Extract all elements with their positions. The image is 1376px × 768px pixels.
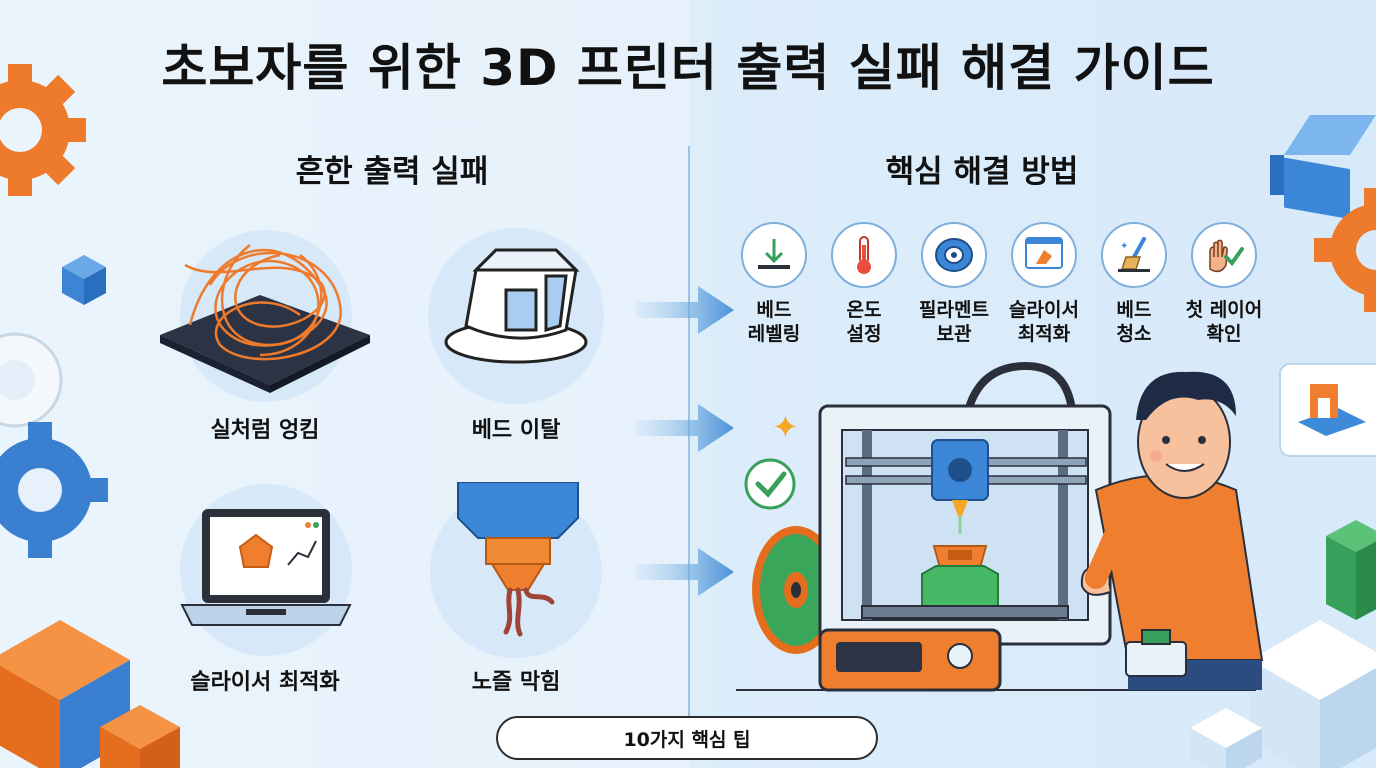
- solution-label: 레벨링: [747, 323, 801, 345]
- failure-label: 베드 이탈: [471, 418, 561, 443]
- orange-gear-icon: [0, 64, 86, 196]
- filament-spool-icon: [752, 526, 840, 654]
- thermometer-icon: [831, 222, 897, 288]
- blue-gear-icon: [0, 422, 108, 558]
- person-illustration: [1080, 371, 1264, 690]
- right-arrow-icon: [636, 286, 734, 334]
- cleaning-brush-icon: ✦: [1101, 222, 1167, 288]
- printer-illustration: ✦: [736, 361, 1264, 692]
- svg-text:✦: ✦: [1120, 241, 1128, 252]
- failures-heading: 흔한 출력 실패: [295, 154, 489, 190]
- solution-label: 청소: [1116, 323, 1152, 345]
- check-badge-icon: [744, 458, 796, 510]
- printed-part-card: [1279, 363, 1376, 457]
- filament-spool-icon: [921, 222, 987, 288]
- solution-label: 보관: [936, 323, 972, 345]
- right-arrow-icon: [636, 404, 734, 452]
- solution-label: 온도: [846, 299, 882, 321]
- light-gear-icon: [0, 332, 63, 428]
- solution-label: 베드: [1116, 299, 1152, 321]
- blue-block-icon: [1270, 115, 1376, 220]
- solution-label: 베드: [756, 299, 792, 321]
- solution-label: 슬라이서: [1009, 299, 1079, 321]
- solution-label: 첫 레이어: [1185, 299, 1263, 321]
- solution-label: 필라멘트: [919, 299, 989, 321]
- solution-label: 설정: [846, 323, 882, 345]
- tips-pill-button[interactable]: 10가지 핵심 팁: [496, 716, 878, 760]
- sparkle-icon: ✦: [772, 408, 799, 446]
- section-divider: [688, 146, 690, 756]
- slicer-window-icon: [1011, 222, 1077, 288]
- right-arrow-icon: [636, 548, 734, 596]
- tangled-filament-icon: [160, 244, 370, 393]
- failure-label: 실처럼 엉킴: [210, 418, 320, 443]
- bed-detach-icon: [444, 248, 588, 364]
- solutions-heading: 핵심 해결 방법: [885, 154, 1079, 190]
- solution-label: 확인: [1206, 323, 1242, 345]
- page-title: 초보자를 위한 3D 프린터 출력 실패 해결 가이드: [161, 39, 1215, 97]
- solution-label: 최적화: [1017, 323, 1071, 345]
- nozzle-clog-icon: [457, 482, 579, 637]
- bed-leveling-icon: [741, 222, 807, 288]
- failure-label: 슬라이서 최적화: [190, 670, 340, 695]
- failure-label: 노즐 막힘: [471, 670, 561, 695]
- slicer-laptop-icon: [180, 509, 352, 626]
- blue-cube-icon: [62, 255, 106, 305]
- hand-check-icon: [1191, 222, 1257, 288]
